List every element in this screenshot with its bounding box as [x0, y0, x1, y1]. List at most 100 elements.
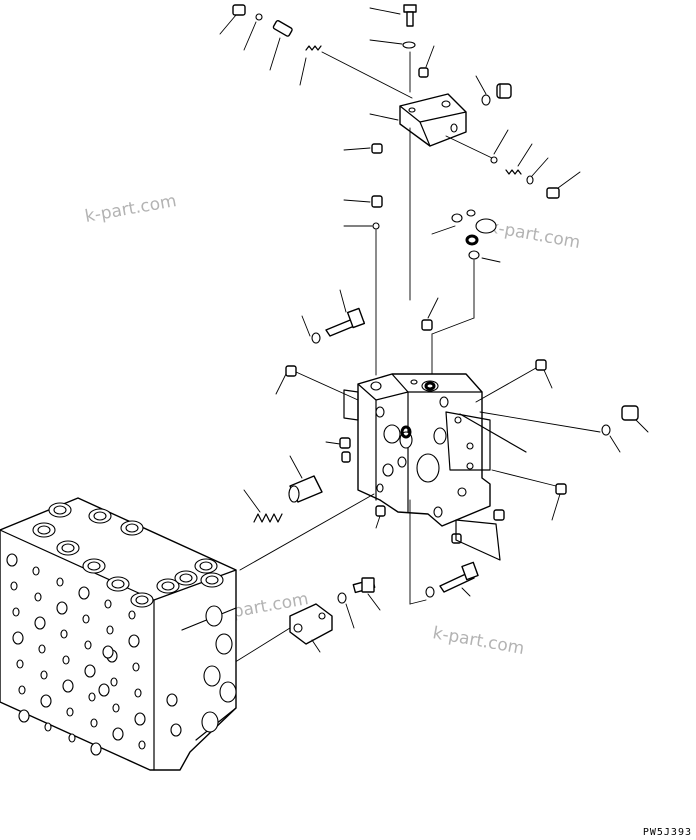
watermark-right: k-part.com — [487, 217, 582, 253]
block-face-holes — [6, 553, 146, 756]
spool-part-top — [269, 20, 293, 71]
block-side-port — [166, 693, 178, 707]
block-face-hole — [16, 659, 24, 669]
block-face-hole — [90, 718, 98, 728]
block-face-hole — [84, 640, 92, 650]
block-face-hole — [18, 685, 26, 695]
block-face-hole — [112, 703, 120, 713]
cover-block — [369, 93, 467, 147]
plug-far-right — [546, 171, 581, 199]
block-face-hole — [60, 629, 68, 639]
ball-right — [490, 129, 509, 164]
block-side-port — [205, 605, 223, 627]
block-face-hole — [62, 655, 70, 665]
plug-lower-right — [451, 509, 505, 561]
block-face-hole — [56, 577, 64, 587]
end-cap — [231, 603, 333, 665]
drawing-code: PW5J393 — [642, 827, 692, 838]
bolt-right-lower — [491, 469, 567, 521]
spring-right — [505, 143, 533, 175]
block-top-port-inner — [87, 561, 101, 571]
block-side-port — [203, 665, 221, 687]
nut-left-section — [325, 437, 351, 463]
block-face-hole — [10, 581, 18, 591]
plug-part-left — [343, 143, 383, 154]
block-face-hole — [40, 694, 52, 708]
ball-part-top — [243, 13, 263, 51]
block-face-hole — [112, 727, 124, 741]
block-face-hole — [138, 740, 146, 750]
block-face-hole — [66, 707, 74, 717]
block-face-hole — [110, 677, 118, 687]
block-top-port-inner — [61, 543, 75, 553]
block-face-hole — [104, 599, 112, 609]
block-top-port-inner — [199, 561, 213, 571]
plug-top-right — [496, 83, 512, 99]
bolt-mid-left — [301, 289, 366, 344]
block-face-hole — [134, 712, 146, 726]
block-face-hole — [128, 610, 136, 620]
block-face-hole — [90, 742, 102, 756]
bolt-lower-left — [337, 577, 381, 629]
block-side-port — [201, 711, 219, 733]
block-top-port-inner — [161, 581, 175, 591]
bolt-top — [369, 4, 417, 27]
block-side-port — [170, 723, 182, 737]
block-top-port-inner — [205, 575, 219, 585]
plug-mid-center — [421, 297, 439, 331]
block-top-port-inner — [111, 579, 125, 589]
block-face-hole — [38, 644, 46, 654]
washer-top — [369, 39, 416, 49]
watermark-left: k-part.com — [83, 191, 178, 227]
block-top-port-inner — [135, 595, 149, 605]
block-face-hole — [88, 692, 96, 702]
spring-part-top — [299, 45, 413, 99]
plug-part-top-left — [219, 4, 246, 35]
block-face-hole — [34, 592, 42, 602]
valve-section-body — [343, 373, 527, 527]
block-face-hole — [12, 607, 20, 617]
bolt-right-section — [475, 359, 553, 403]
block-face-hole — [40, 670, 48, 680]
spring-left — [243, 489, 283, 523]
piston-left — [288, 455, 323, 503]
block-side-port — [215, 633, 233, 655]
bolt-lower-center — [425, 561, 479, 598]
block-top-port-inner — [179, 573, 193, 583]
ball-mid-left — [343, 222, 380, 230]
block-face-hole — [18, 709, 30, 723]
plug-right-section — [479, 405, 649, 453]
block-face-hole — [44, 722, 52, 732]
block-face-hole — [132, 662, 140, 672]
block-side-ports — [98, 605, 237, 737]
block-face-hole — [12, 631, 24, 645]
plug-under-section — [375, 505, 386, 529]
block-top-port-inner — [53, 505, 67, 515]
block-side-port — [98, 683, 110, 697]
block-top-ports — [32, 502, 224, 608]
block-face-hole — [62, 679, 74, 693]
block-side-port — [219, 681, 237, 703]
block-top-port-inner — [37, 525, 51, 535]
block-face-hole — [32, 566, 40, 576]
block-face-hole — [34, 616, 46, 630]
block-face-hole — [78, 586, 90, 600]
block-face-hole — [84, 664, 96, 678]
block-face-hole — [134, 688, 142, 698]
bolt-left-section — [275, 365, 359, 401]
watermark-bottom-right: k-part.com — [431, 623, 526, 659]
block-face-hole — [56, 601, 68, 615]
plug-mid-left — [343, 195, 383, 208]
poppet-right — [526, 157, 549, 185]
seal-set-right — [431, 209, 501, 377]
block-face-hole — [68, 733, 76, 743]
block-top-port-inner — [125, 523, 139, 533]
small-plug-top — [418, 45, 435, 78]
block-face-hole — [128, 634, 140, 648]
block-face-hole — [6, 553, 18, 567]
oring-top-right — [475, 75, 491, 106]
block-top-port-inner — [93, 511, 107, 521]
block-side-port — [102, 645, 114, 659]
